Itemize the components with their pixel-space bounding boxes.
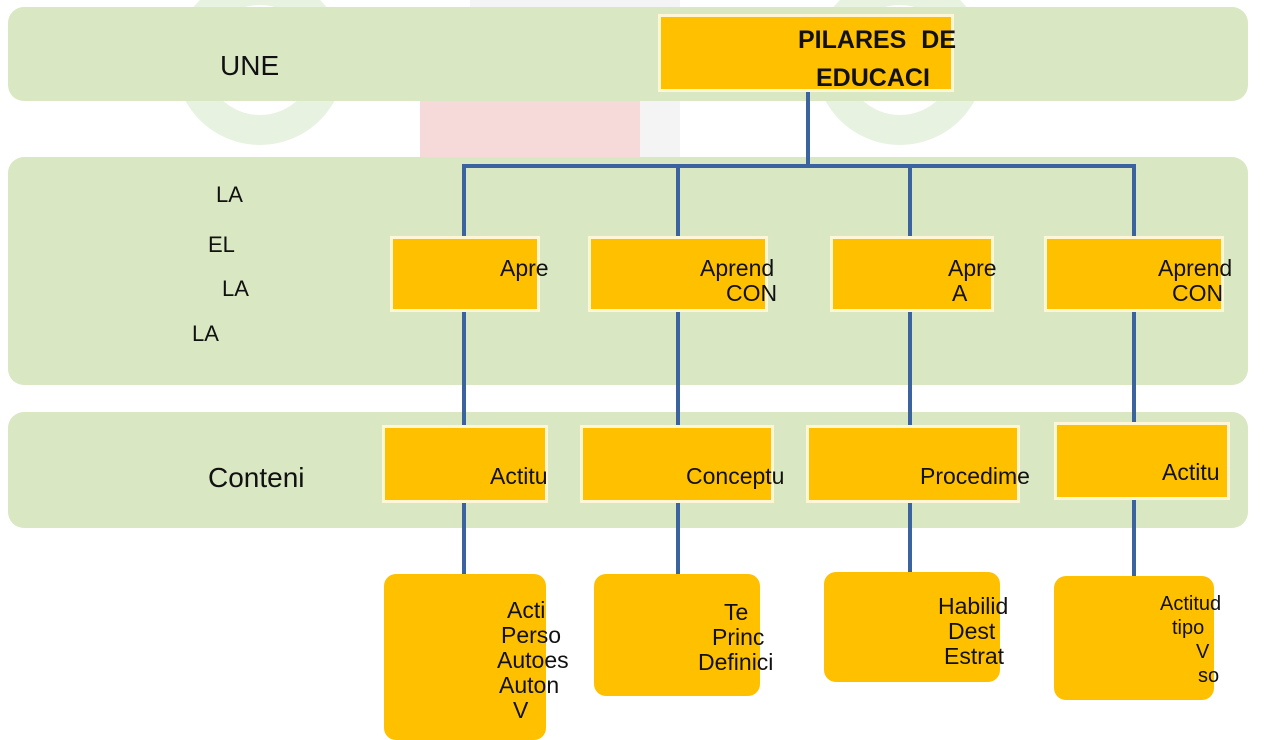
detail-text-2: Te Princ Definici bbox=[698, 600, 773, 675]
band-middle-line-4: LA bbox=[192, 321, 219, 346]
content-box-4 bbox=[1054, 422, 1230, 500]
detail-text-3: Habilid Dest Estrat bbox=[938, 594, 1008, 669]
pillar-4-line-2: CON bbox=[1172, 280, 1224, 306]
detail-4-line-1: Actitud bbox=[1160, 593, 1222, 615]
content-box-1 bbox=[382, 425, 548, 503]
root-title-line-1: PILARES DE bbox=[798, 26, 957, 54]
detail-text-1: Acti Perso Autoes Auton V bbox=[497, 598, 569, 723]
detail-box-3 bbox=[824, 572, 1000, 682]
pillar-4-line-1: Aprend bbox=[1158, 255, 1233, 281]
detail-2-line-3: Definici bbox=[698, 649, 774, 675]
detail-1-line-3: Autoes bbox=[497, 647, 569, 673]
content-label-4: Actitu bbox=[1162, 459, 1220, 485]
band-top-label: UNE bbox=[220, 50, 280, 81]
detail-1-line-4: Auton bbox=[499, 672, 560, 698]
detail-4-line-3: V bbox=[1196, 641, 1210, 663]
pillar-3-line-2: A bbox=[952, 280, 968, 306]
band-top bbox=[8, 7, 1248, 101]
band-bottom-label: Conteni bbox=[208, 462, 305, 493]
root-box bbox=[658, 14, 954, 92]
pillar-text-2: Aprend CON bbox=[700, 256, 777, 306]
pillar-text-3: Apre A bbox=[948, 256, 997, 306]
pillar-box-3 bbox=[830, 236, 994, 312]
detail-box-1 bbox=[384, 574, 546, 740]
pillar-1-line-1: Apre bbox=[500, 255, 549, 281]
detail-3-line-2: Dest bbox=[948, 618, 996, 644]
detail-1-line-1: Acti bbox=[507, 597, 546, 623]
band-middle-line-2: EL bbox=[208, 232, 235, 257]
pillar-2-line-2: CON bbox=[726, 280, 778, 306]
pillar-3-line-1: Apre bbox=[948, 255, 997, 281]
pillar-box-1 bbox=[390, 236, 540, 312]
detail-2-line-1: Te bbox=[724, 599, 749, 625]
detail-3-line-1: Habilid bbox=[938, 593, 1009, 619]
band-middle-line-3: LA bbox=[222, 276, 249, 301]
pillar-box-2 bbox=[588, 236, 768, 312]
content-box-3 bbox=[806, 425, 1020, 503]
detail-2-line-2: Princ bbox=[712, 624, 765, 650]
pillar-box-4 bbox=[1044, 236, 1224, 312]
detail-1-line-2: Perso bbox=[501, 622, 562, 648]
detail-1-line-5: V bbox=[513, 697, 529, 723]
content-label-1: Actitu bbox=[490, 463, 548, 489]
detail-box-4 bbox=[1054, 576, 1214, 700]
root-title-line-2: EDUCACI bbox=[816, 64, 930, 92]
detail-3-line-3: Estrat bbox=[944, 643, 1005, 669]
detail-box-2 bbox=[594, 574, 760, 696]
pillar-text-1: Apre bbox=[500, 256, 549, 281]
content-box-2 bbox=[580, 425, 774, 503]
band-middle-line-1: LA bbox=[216, 182, 243, 207]
content-label-3: Procedime bbox=[920, 463, 1030, 489]
pillar-2-line-1: Aprend bbox=[700, 255, 775, 281]
pillar-text-4: Aprend CON bbox=[1158, 256, 1232, 306]
detail-4-line-2: tipo bbox=[1172, 617, 1205, 639]
detail-text-4: Actitud tipo V so bbox=[1160, 592, 1221, 688]
content-label-2: Conceptu bbox=[686, 463, 785, 489]
detail-4-line-4: so bbox=[1198, 665, 1220, 687]
